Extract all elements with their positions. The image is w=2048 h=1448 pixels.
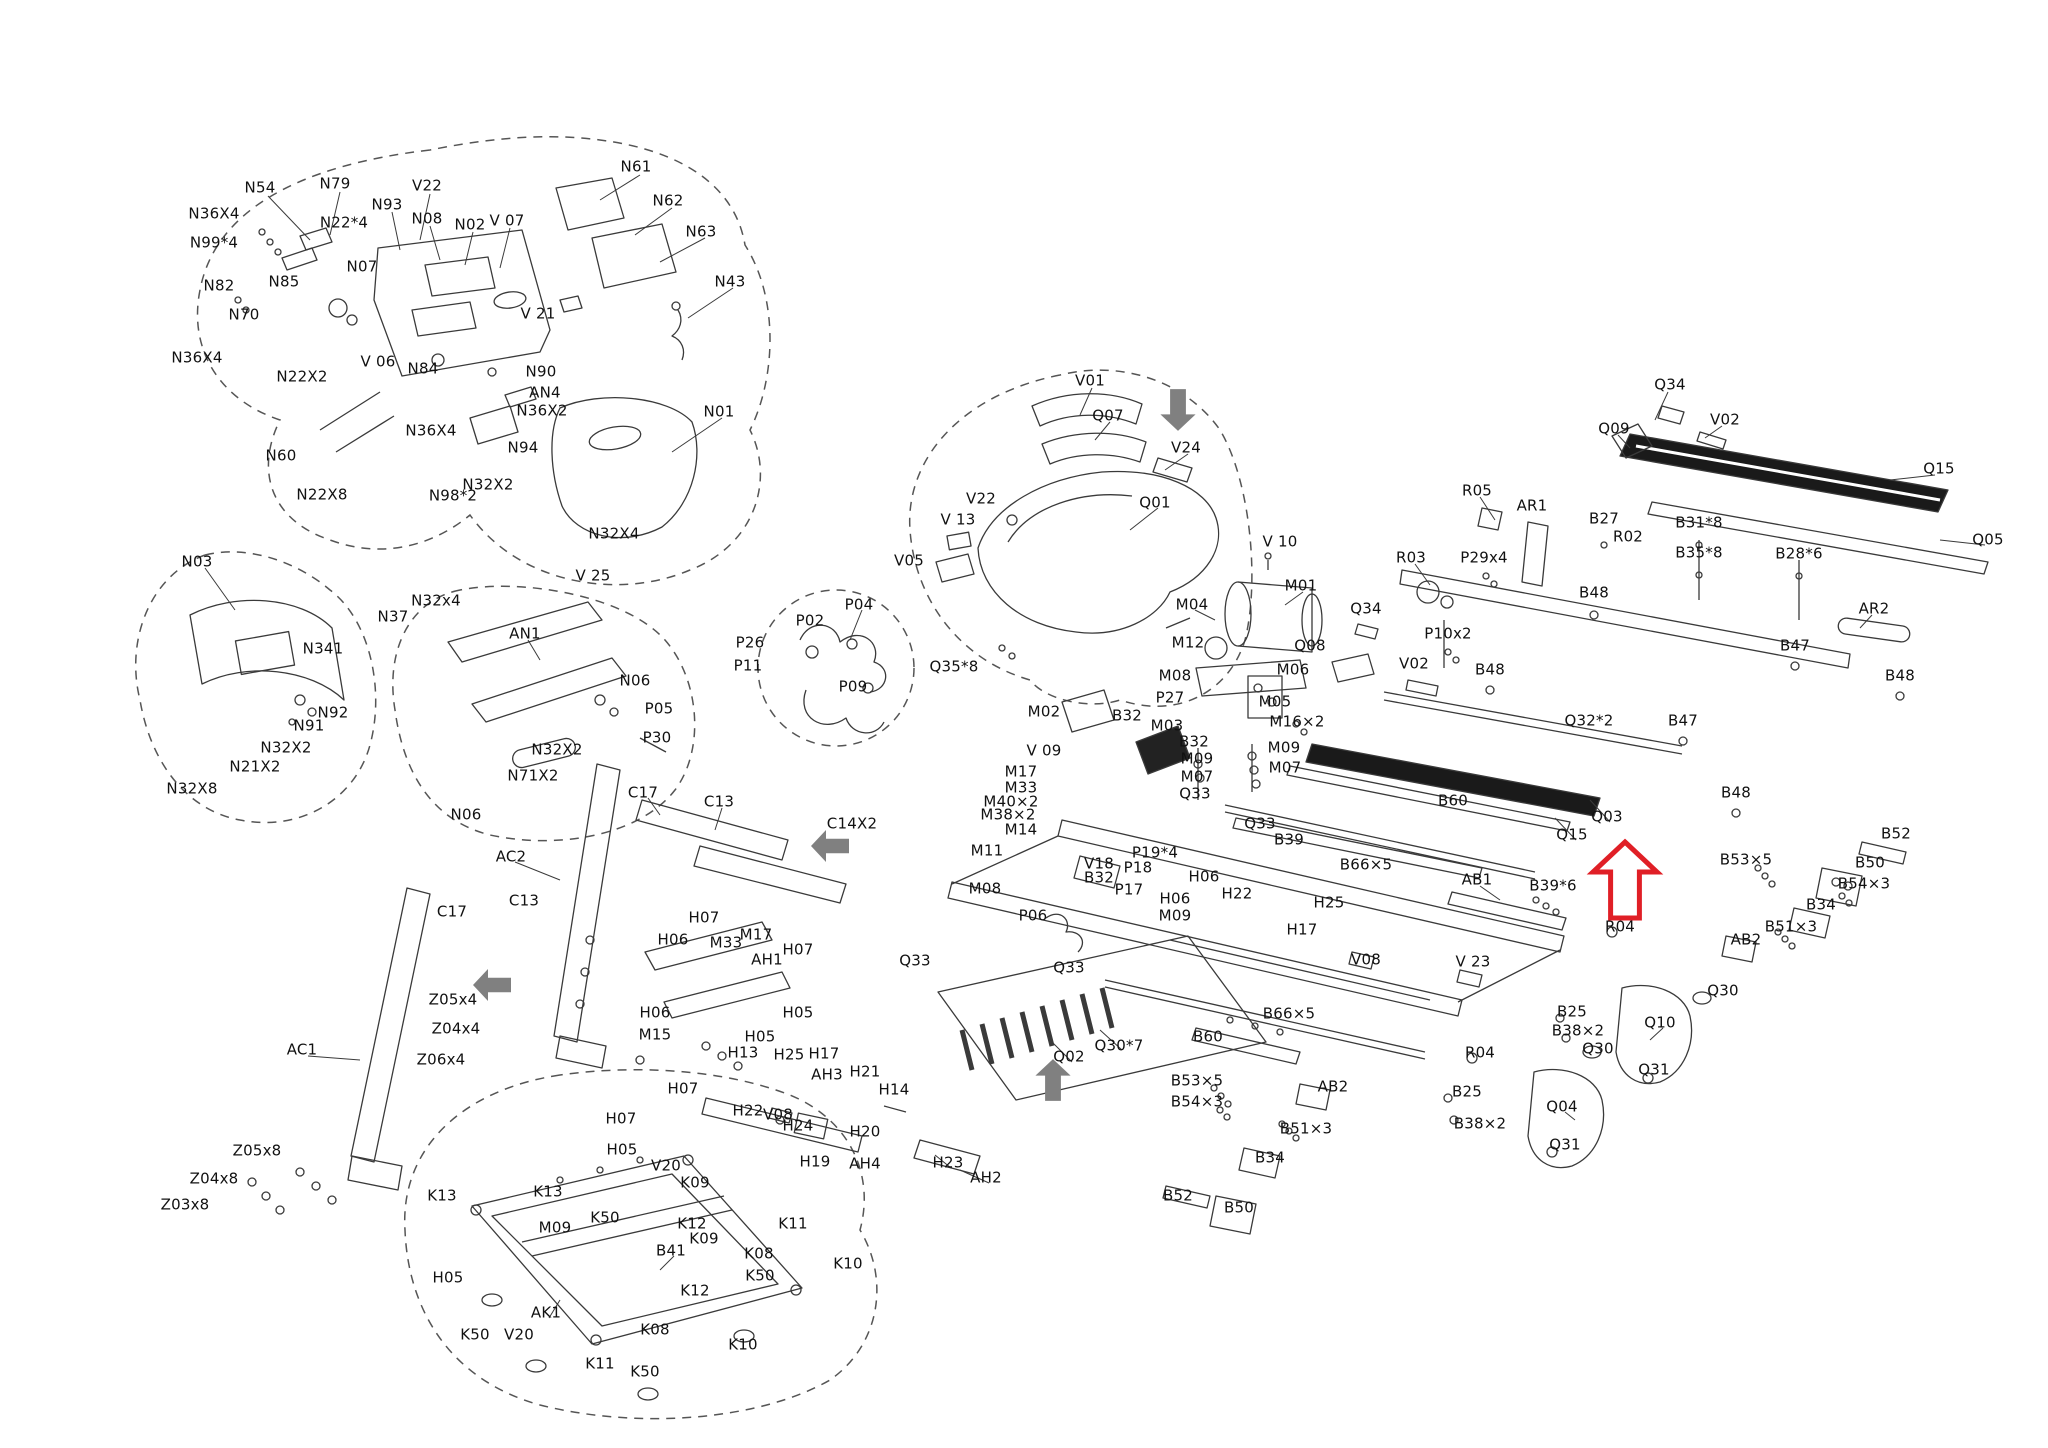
leader-line — [1284, 591, 1304, 606]
console-assembly-art — [234, 177, 698, 539]
console-group-outline — [196, 135, 771, 586]
line-art — [189, 177, 1989, 1401]
motor-cover-art — [935, 393, 1272, 660]
wiring-group-outline — [757, 589, 915, 747]
leader-line — [499, 227, 511, 269]
leader-line — [1649, 1027, 1664, 1041]
leader-line — [1617, 434, 1631, 449]
leader-line — [647, 797, 661, 816]
highlight-arrow-icon — [1586, 838, 1664, 921]
leader-line — [527, 639, 541, 661]
leader-line — [204, 567, 236, 611]
leader-line — [687, 287, 734, 319]
wiring-art — [799, 624, 887, 734]
leader-line — [464, 231, 474, 266]
leader-line — [714, 807, 723, 831]
leader-line — [1094, 421, 1111, 441]
belt-art — [1232, 405, 1989, 879]
dynamic-annotations — [204, 174, 1986, 1319]
left-handrail-art — [189, 599, 345, 726]
leader-line — [1194, 609, 1216, 621]
leader-line — [514, 861, 561, 881]
leader-line — [548, 1299, 561, 1319]
leader-line — [634, 207, 673, 236]
leader-line — [1654, 391, 1669, 421]
direction-arrow-icon — [811, 830, 849, 862]
leader-line — [1164, 453, 1189, 471]
leader-line — [307, 1055, 361, 1061]
leader-line — [1589, 799, 1611, 823]
leader-line — [391, 211, 401, 251]
leader-line — [329, 191, 341, 236]
leader-line — [1564, 1111, 1576, 1121]
leader-line — [934, 1154, 952, 1169]
base-frame-art — [470, 1154, 803, 1401]
leader-line — [1049, 1039, 1073, 1063]
main-frame-art — [947, 804, 1567, 1060]
leader-line — [419, 193, 431, 241]
left-handrail-group-outline — [135, 551, 377, 824]
right-handrail-group-outline — [392, 585, 696, 842]
motor-art — [1045, 581, 1323, 953]
motor-cover-group-outline — [908, 369, 1253, 708]
rear-parts-art — [1162, 841, 1907, 1235]
cross-tube-art — [635, 799, 847, 904]
leader-line — [1479, 496, 1496, 521]
leader-line — [659, 1255, 675, 1271]
direction-arrow-icon — [1035, 1059, 1071, 1101]
right-handrail-art — [447, 601, 667, 769]
direction-arrow-icon — [1160, 389, 1196, 431]
leader-line — [671, 417, 723, 453]
leader-line — [267, 195, 311, 241]
leader-line — [659, 237, 706, 263]
direction-arrow-icon — [473, 969, 511, 1001]
base-frame-group-outline — [404, 1069, 878, 1420]
leader-line — [1414, 563, 1431, 586]
leader-line — [1479, 885, 1501, 901]
dashed-group-outlines — [135, 135, 1253, 1420]
leader-line — [429, 225, 441, 261]
leader-line — [959, 1169, 990, 1184]
leader-line — [599, 174, 641, 201]
leader-line — [1939, 539, 1986, 546]
leader-line — [1704, 425, 1723, 439]
leader-line — [1079, 387, 1093, 416]
leader-line — [1099, 1029, 1123, 1051]
leader-line — [1554, 817, 1577, 841]
incline-bracket-art — [635, 921, 981, 1175]
leader-line — [1889, 474, 1936, 481]
leader-line — [1859, 614, 1873, 629]
deck-art — [937, 935, 1301, 1101]
leader-line — [849, 609, 863, 641]
upright-art — [247, 763, 621, 1215]
leader-line — [1129, 507, 1159, 531]
incline-frame-art — [1331, 507, 1911, 818]
